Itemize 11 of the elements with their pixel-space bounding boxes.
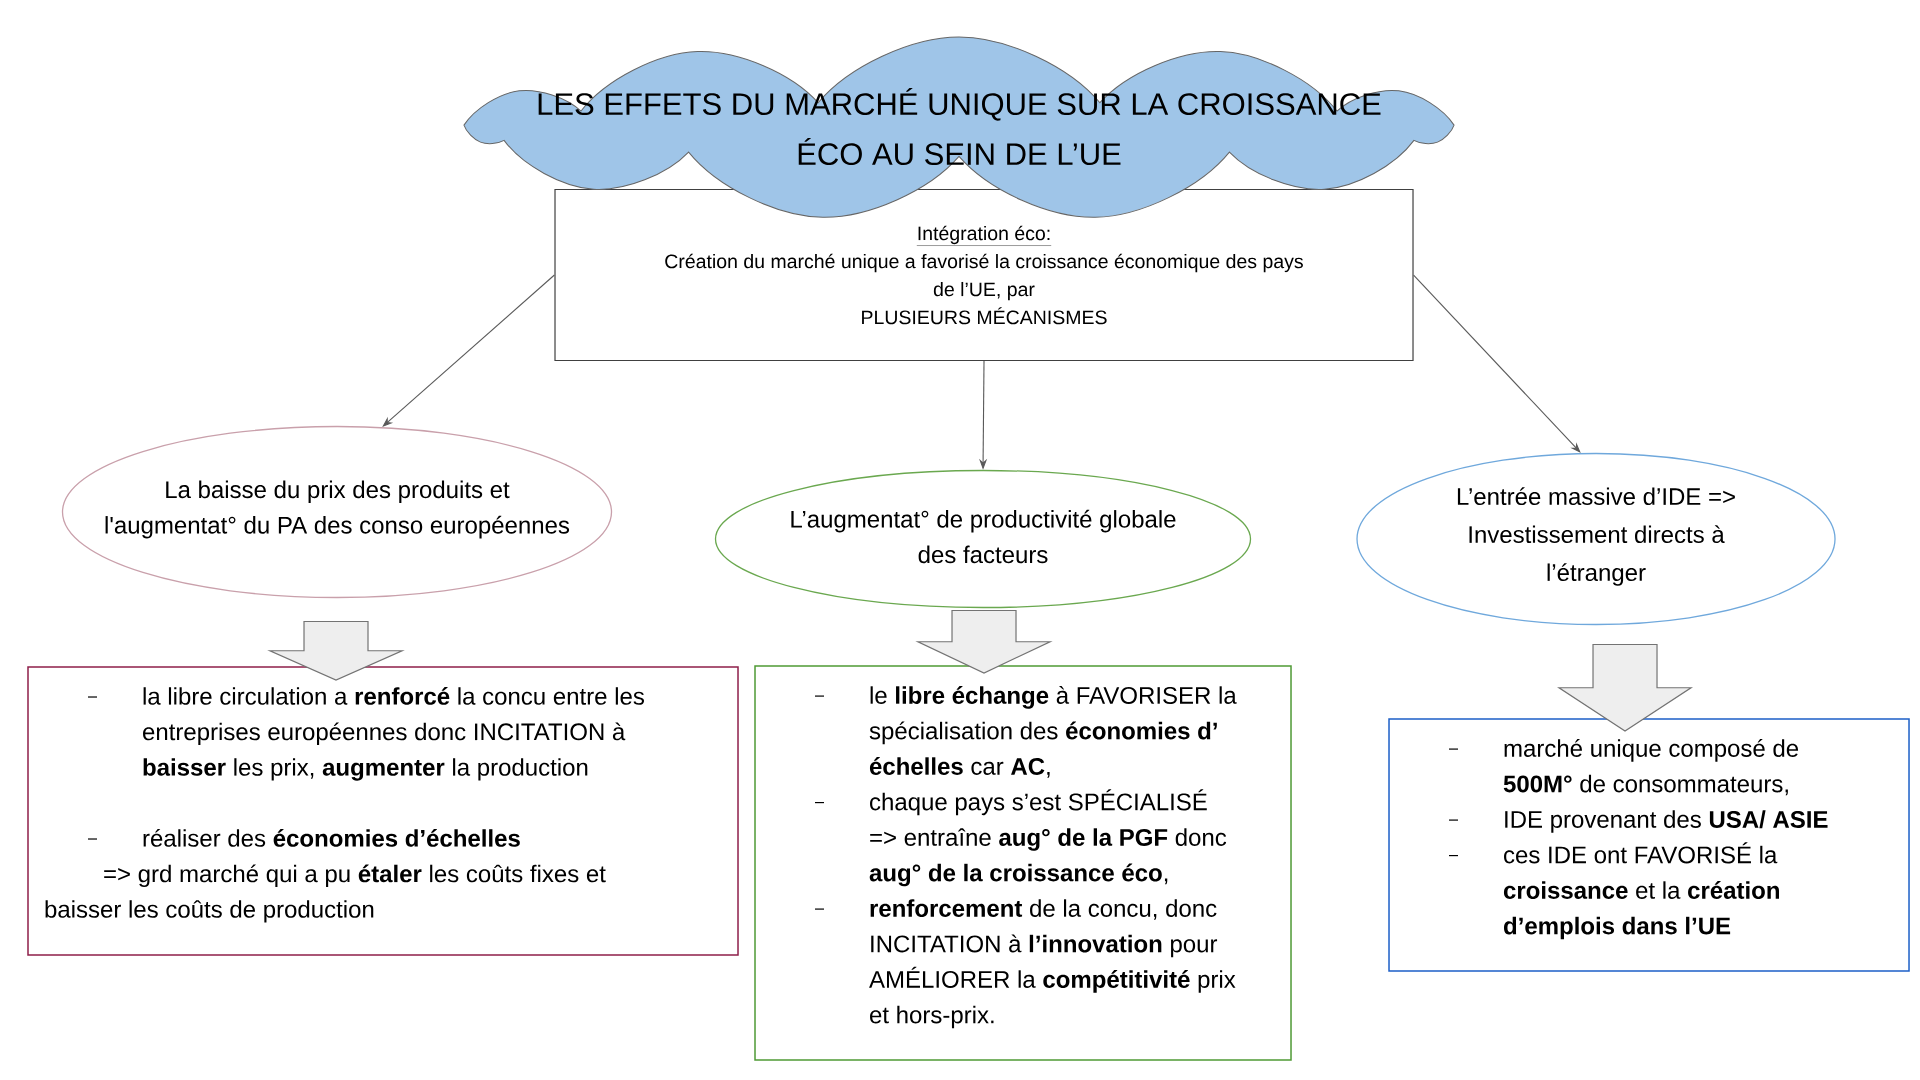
ellipse-node: L’augmentat° de productivité globale des facteurs bbox=[714, 469, 1252, 609]
block-arrow bbox=[1557, 643, 1694, 732]
ellipse-node: La baisse du prix des produits et l'augmentat° du PA des conso européennes bbox=[61, 425, 613, 599]
list-box: la libre circulation a renforcé la concu entre les entreprises européennes donc INCITATION à baisser les prix, augmenter la production réaliser des économies d’échelles => grd marché qui a pu étaler les coûts fixes et baisser les coûts de production bbox=[27, 666, 739, 956]
list-box: le libre échange à FAVORISER la spécialisation des économies d’ échelles car AC, chaque pays s’est SPÉCIALISÉ => entraîne aug° de la PGF donc aug° de la croissance éco, renforcement de la concu, donc INCITATION à l’innovation pour AMÉLIORER la compétitivité prix et hors-prix. bbox=[754, 665, 1292, 1061]
block-arrow bbox=[267, 620, 405, 681]
text-box: Intégration éco: Création du marché unique a favorisé la croissance économique des pays de l’UE, par PLUSIEURS MÉCANISMES bbox=[554, 188, 1414, 362]
ellipse-node: L’entrée massive d’IDE => Investissement directs à l’étranger bbox=[1356, 452, 1836, 626]
title-cloud: LES EFFETS DU MARCHÉ UNIQUE SUR LA CROISSANCE ÉCO AU SEIN DE L’UE bbox=[463, 36, 1455, 218]
list-box: marché unique composé de 500M° de consommateurs, IDE provenant des USA/ ASIE ces IDE ont FAVORISÉ la croissance et la création d’emplois dans l’UE bbox=[1388, 718, 1910, 972]
block-arrow bbox=[915, 609, 1053, 674]
